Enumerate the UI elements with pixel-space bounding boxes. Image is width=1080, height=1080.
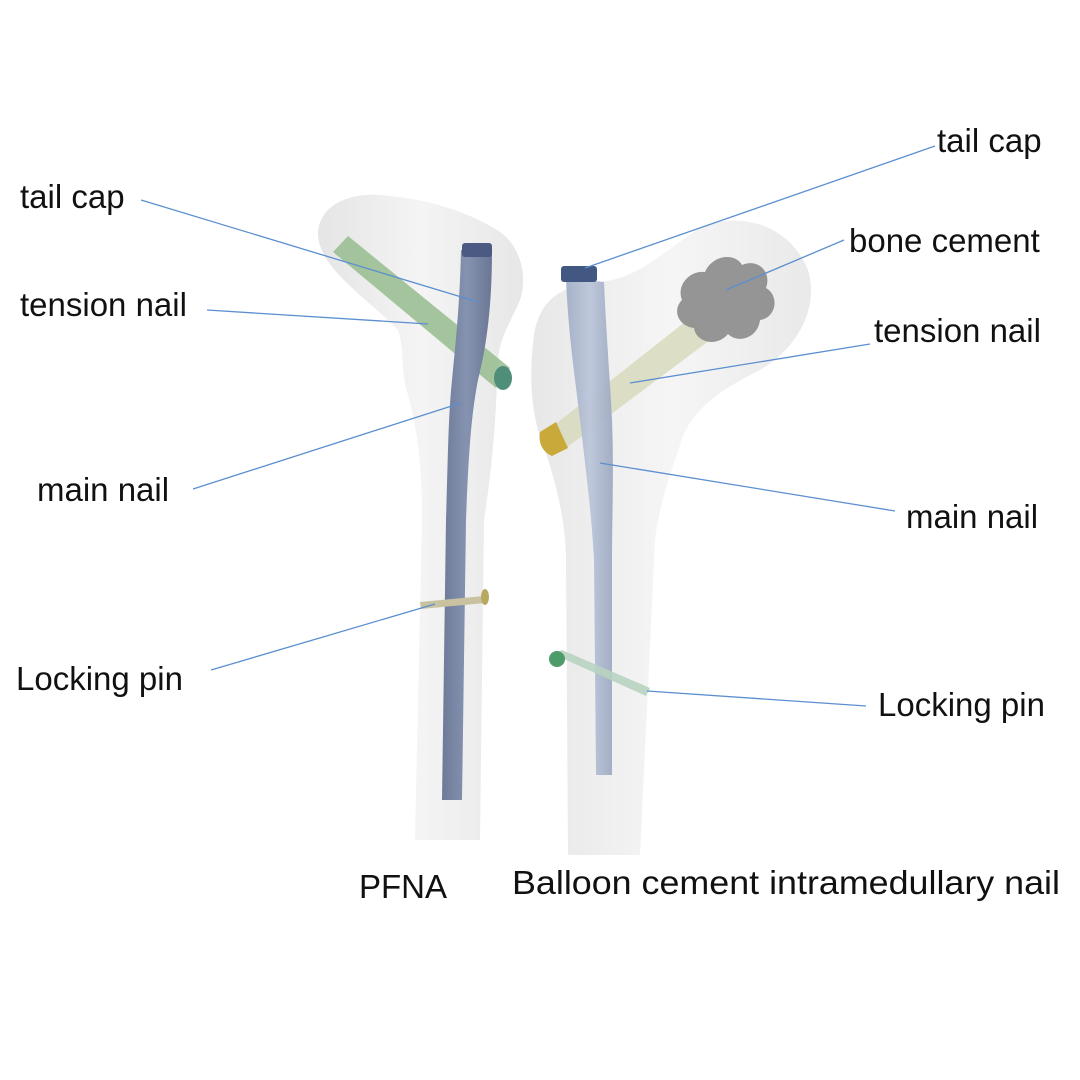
leader-left-tail-cap [140,199,479,303]
pfna-femur-bone [318,194,524,840]
label-left-tension-nail: tension nail [20,286,187,323]
pfna-femur-group [318,194,524,840]
balloon-femur-group [531,220,812,855]
label-right-tension-nail: tension nail [874,312,1041,349]
pfna-main-nail [442,248,492,800]
label-right-bone-cement: bone cement [849,222,1040,259]
pfna-tension-nail-head [494,366,512,390]
labels: tail cap tension nail main nail Locking … [16,122,1060,905]
leader-right-main-nail [599,462,896,512]
pfna-tail-cap [462,243,492,257]
leader-left-tension-nail [206,309,429,325]
pfna-locking-pin [420,596,485,609]
balloon-tension-nail-end [539,422,568,456]
leader-lines [140,145,936,707]
pfna-locking-pin-head [481,589,489,605]
balloon-bone-cement [677,256,775,342]
leader-right-tension-nail [629,343,871,384]
caption-balloon-nail: Balloon cement intramedullary nail [512,864,1060,901]
label-right-main-nail: main nail [906,498,1038,535]
leader-right-locking-pin [646,690,867,707]
label-left-main-nail: main nail [37,471,169,508]
balloon-locking-pin [553,650,650,696]
label-left-locking-pin: Locking pin [16,660,183,697]
caption-pfna: PFNA [359,868,447,905]
label-left-tail-cap: tail cap [20,178,125,215]
leader-right-tail-cap [584,145,936,269]
leader-left-main-nail [192,402,462,490]
balloon-locking-pin-head [549,651,565,667]
leader-right-bone-cement [725,239,845,291]
balloon-main-nail [566,278,613,775]
leader-left-locking-pin [210,603,436,671]
balloon-tail-cap [561,266,597,282]
label-right-locking-pin: Locking pin [878,686,1045,723]
label-right-tail-cap: tail cap [937,122,1042,159]
